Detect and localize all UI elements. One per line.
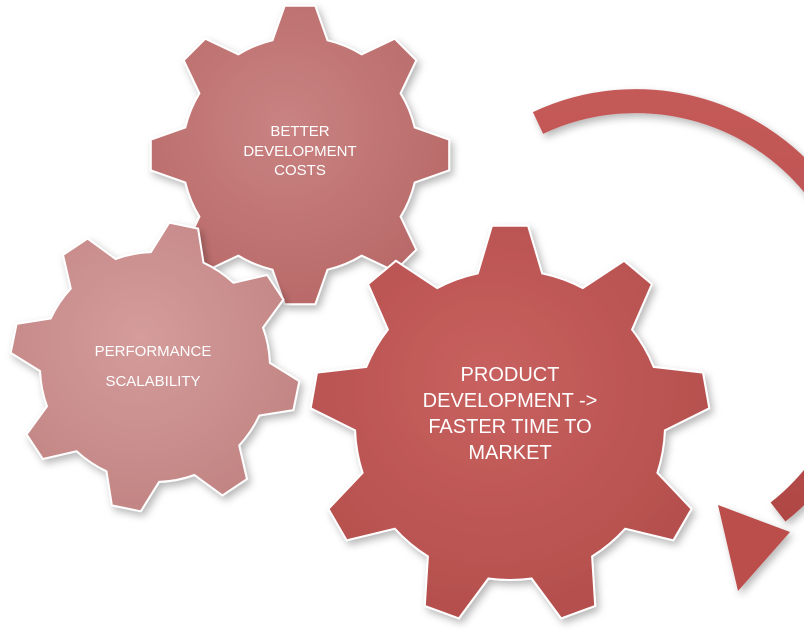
gear-top — [149, 4, 451, 306]
curved-arrow-icon — [532, 89, 804, 591]
curved-arrow-shaft — [532, 89, 804, 522]
gear-left — [9, 221, 301, 513]
curved-arrow-head — [718, 505, 790, 591]
gear-right — [309, 224, 711, 620]
